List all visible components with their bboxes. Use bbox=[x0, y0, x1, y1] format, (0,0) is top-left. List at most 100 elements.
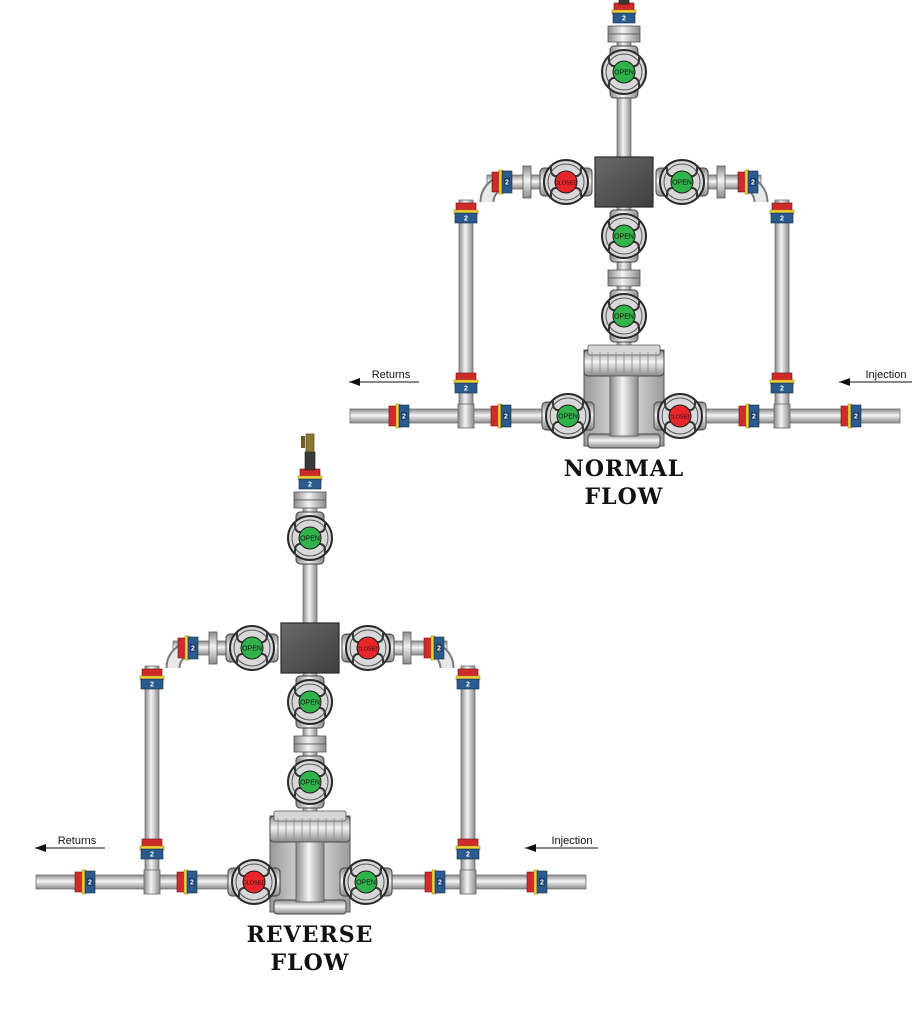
injection-label: Injection bbox=[552, 835, 593, 847]
hammer-union: 2 bbox=[74, 869, 96, 895]
hammer-union: 2 bbox=[769, 202, 795, 224]
gate-valve-closed: CLOSED bbox=[653, 393, 707, 439]
valve-status-indicator bbox=[354, 870, 378, 894]
union-rating-label: 2 bbox=[780, 386, 784, 393]
valve-status-indicator bbox=[612, 224, 636, 248]
handwheel-inner bbox=[605, 53, 643, 91]
tee-fitting bbox=[143, 869, 161, 895]
gate-valve-closed: CLOSED bbox=[539, 159, 593, 205]
gate-valve-open: OPEN bbox=[225, 625, 279, 671]
needle-valve-handle bbox=[301, 436, 305, 448]
handwheel-inner bbox=[233, 629, 271, 667]
union-nut-lug bbox=[401, 412, 407, 420]
valve-status-indicator bbox=[556, 404, 580, 428]
injection-label: Injection bbox=[866, 369, 907, 381]
valve-status-label: OPEN bbox=[242, 646, 262, 653]
union-nut-blue bbox=[454, 212, 478, 224]
gate-valve-open: OPEN bbox=[339, 859, 393, 905]
gate-valve-open: OPEN bbox=[541, 393, 595, 439]
flow-arrow-head bbox=[525, 844, 536, 852]
union-nut-blue bbox=[454, 382, 478, 394]
returns-label: Returns bbox=[372, 369, 411, 381]
hammer-union: 2 bbox=[611, 2, 637, 24]
wellhead-bore bbox=[609, 375, 639, 437]
union-nut-blue bbox=[140, 678, 164, 690]
union-nut-lug bbox=[539, 878, 545, 886]
hammer-union: 2 bbox=[491, 169, 513, 195]
flange bbox=[402, 631, 412, 665]
valve-status-label: CLOSED bbox=[357, 647, 380, 653]
union-nut-blue bbox=[456, 848, 480, 860]
handwheel-inner bbox=[291, 519, 329, 557]
handwheel-inner bbox=[661, 397, 699, 435]
gate-valve-open: OPEN bbox=[601, 45, 647, 99]
valve-status-indicator bbox=[242, 870, 266, 894]
valve-status-label: CLOSED bbox=[555, 181, 578, 187]
hammer-union: 2 bbox=[455, 668, 481, 690]
valve-status-indicator bbox=[612, 60, 636, 84]
flange bbox=[607, 269, 641, 279]
flange bbox=[208, 631, 218, 665]
valve-status-indicator bbox=[554, 170, 578, 194]
gate-valve-open: OPEN bbox=[655, 159, 709, 205]
returns-label: Returns bbox=[58, 835, 97, 847]
needle-valve-stem bbox=[305, 433, 315, 453]
valve-status-label: OPEN bbox=[356, 880, 376, 887]
union-nut-blue bbox=[298, 478, 322, 490]
valve-status-label: OPEN bbox=[672, 180, 692, 187]
union-nut-blue bbox=[770, 212, 794, 224]
hammer-union: 2 bbox=[453, 372, 479, 394]
valve-status-label: OPEN bbox=[300, 700, 320, 707]
union-rating-label: 2 bbox=[191, 646, 195, 653]
union-rating-label: 2 bbox=[308, 482, 312, 489]
hammer-union: 2 bbox=[424, 869, 446, 895]
union-rating-label: 2 bbox=[438, 880, 442, 887]
union-rating-label: 2 bbox=[466, 852, 470, 859]
hammer-union: 2 bbox=[139, 838, 165, 860]
hammer-union: 2 bbox=[297, 468, 323, 490]
needle-valve-body bbox=[304, 451, 316, 471]
valve-status-label: OPEN bbox=[614, 70, 634, 77]
assembly-title-line1: NORMAL bbox=[564, 456, 684, 482]
handwheel-inner bbox=[549, 397, 587, 435]
valve-status-label: OPEN bbox=[614, 234, 634, 241]
flange bbox=[293, 491, 327, 501]
valve-status-label: OPEN bbox=[614, 314, 634, 321]
flange bbox=[607, 33, 641, 43]
union-rating-label: 2 bbox=[752, 414, 756, 421]
flow-cross bbox=[594, 156, 654, 208]
tee-fitting bbox=[457, 403, 475, 429]
assembly-title-line1: REVERSE bbox=[247, 922, 374, 948]
flange bbox=[293, 743, 327, 753]
union-rating-label: 2 bbox=[466, 682, 470, 689]
gate-valve-closed: CLOSED bbox=[227, 859, 281, 905]
hammer-union: 2 bbox=[423, 635, 445, 661]
union-rating-label: 2 bbox=[464, 386, 468, 393]
hammer-union: 2 bbox=[176, 869, 198, 895]
union-rating-label: 2 bbox=[150, 852, 154, 859]
union-rating-label: 2 bbox=[150, 682, 154, 689]
flange bbox=[716, 165, 726, 199]
needle-valve-body bbox=[618, 0, 630, 5]
union-nut-blue bbox=[770, 382, 794, 394]
flange bbox=[522, 165, 532, 199]
gate-valve-open: OPEN bbox=[287, 755, 333, 809]
assembly-title-line2: FLOW bbox=[271, 950, 350, 976]
valve-status-indicator bbox=[612, 304, 636, 328]
handwheel-inner bbox=[291, 683, 329, 721]
flow-arrow-head bbox=[349, 378, 360, 386]
union-rating-label: 2 bbox=[437, 646, 441, 653]
gate-valve-open: OPEN bbox=[601, 289, 647, 343]
flow-arrow-head bbox=[35, 844, 46, 852]
hammer-union: 2 bbox=[139, 668, 165, 690]
union-rating-label: 2 bbox=[88, 880, 92, 887]
union-rating-label: 2 bbox=[780, 216, 784, 223]
union-nut-blue bbox=[612, 12, 636, 24]
valve-status-indicator bbox=[668, 404, 692, 428]
valve-status-label: OPEN bbox=[300, 780, 320, 787]
flange bbox=[293, 499, 327, 509]
hammer-union: 2 bbox=[388, 403, 410, 429]
handwheel-inner bbox=[347, 863, 385, 901]
